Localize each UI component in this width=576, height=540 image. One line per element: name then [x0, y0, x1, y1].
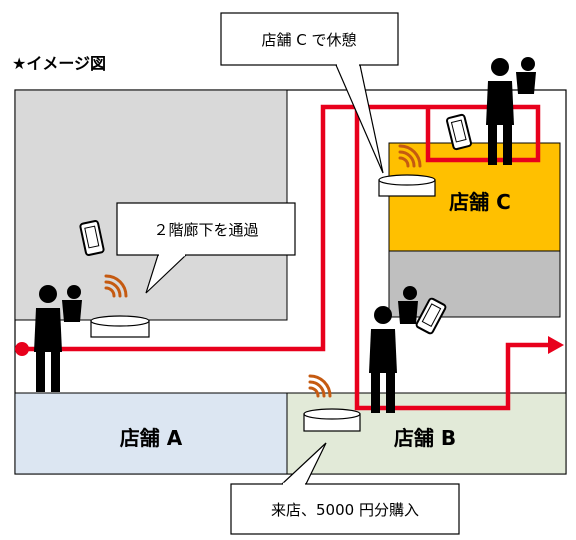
smartphone-icon: [446, 113, 472, 151]
callout-rest-store-c: 店舗 C で休憩: [220, 12, 399, 174]
person-with-child-icon: [369, 286, 418, 413]
route-line: [22, 104, 548, 411]
smartphone-icon: [415, 297, 447, 335]
callout-corridor-text: ２階廊下を通過: [153, 221, 258, 239]
store-c-label: 店舗 C: [449, 190, 511, 214]
person-with-child-icon: [486, 57, 536, 165]
route-start-dot: [15, 342, 29, 356]
callout-corridor: ２階廊下を通過: [116, 202, 296, 294]
beacon-device: [303, 408, 361, 432]
route-end-arrow: [548, 336, 564, 354]
store-a-area: [14, 392, 288, 475]
diagram-heading: ★イメージ図: [12, 54, 106, 73]
store-a-label: 店舗 A: [120, 426, 183, 450]
callout-purchase-text: 来店、5000 円分購入: [271, 501, 419, 519]
person-with-child-icon: [34, 285, 82, 392]
smartphone-icon: [79, 220, 105, 256]
store-b-label: 店舗 B: [394, 426, 456, 450]
beacon-device: [378, 174, 436, 197]
callout-purchase: 来店、5000 円分購入: [230, 442, 460, 535]
beacon-device: [90, 315, 150, 338]
callout-rest-text: 店舗 C で休憩: [261, 31, 356, 49]
